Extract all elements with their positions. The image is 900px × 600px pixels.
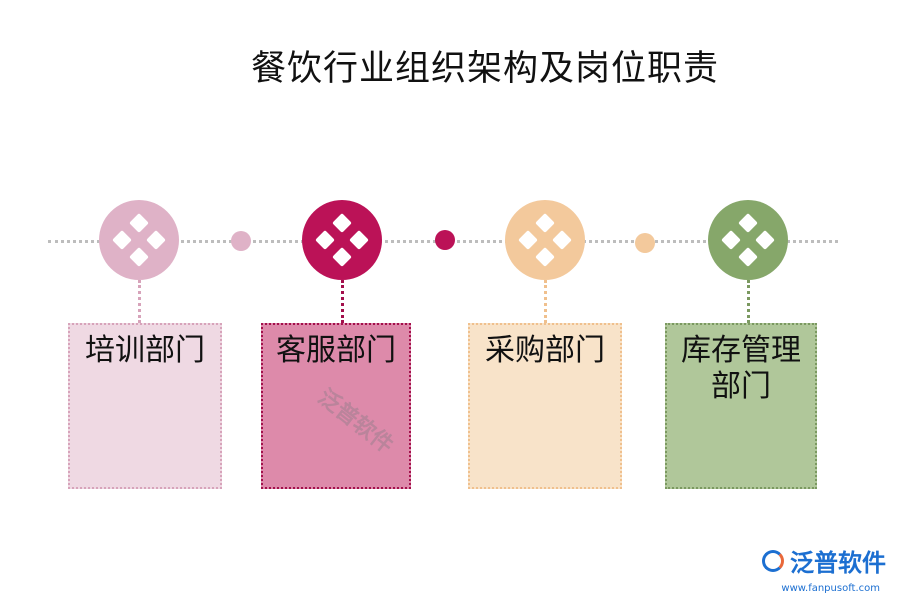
footer-logo: 泛普软件 (762, 543, 886, 578)
card-training: 培训部门 (68, 323, 222, 489)
timeline-dot (435, 230, 455, 250)
timeline-dot (635, 233, 655, 253)
card-label: 库存管理部门 (681, 333, 801, 404)
timeline-dot (231, 231, 251, 251)
card-inventory: 库存管理部门 (665, 323, 817, 489)
card-label: 培训部门 (85, 333, 205, 368)
node-connector (747, 280, 750, 323)
node-connector (341, 280, 344, 323)
footer-brand: 泛普软件 (790, 549, 886, 577)
page-title: 餐饮行业组织架构及岗位职责 (250, 49, 719, 89)
node-procurement (505, 200, 585, 280)
card-label: 客服部门 (276, 333, 396, 368)
node-customer-service (302, 200, 382, 280)
card-label: 采购部门 (485, 333, 605, 368)
card-procurement: 采购部门 (468, 323, 622, 489)
node-connector (544, 280, 547, 323)
node-connector (138, 280, 141, 323)
node-inventory (708, 200, 788, 280)
node-training (99, 200, 179, 280)
brand-logo-icon (762, 549, 784, 572)
card-customer-service: 客服部门 (261, 323, 411, 489)
footer-url: www.fanpusoft.com (781, 583, 880, 594)
